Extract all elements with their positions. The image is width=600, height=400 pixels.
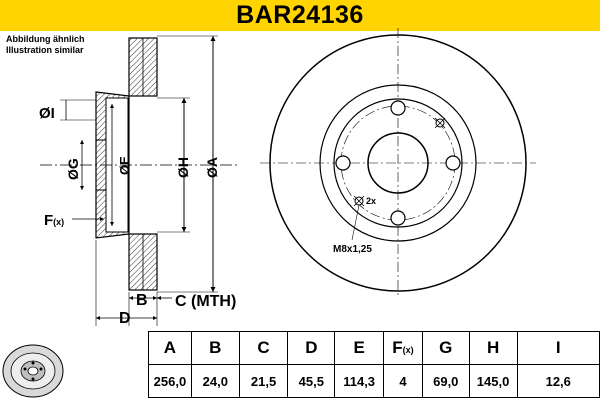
bolt-hole-left bbox=[335, 155, 351, 171]
spec-header-row: A B C D E F(x) G H I bbox=[148, 331, 600, 365]
label-dim-i: ØI bbox=[39, 105, 55, 122]
spec-header-f: F(x) bbox=[383, 331, 423, 365]
label-thread-size: M8x1,25 bbox=[333, 244, 372, 255]
label-dim-e: ØE bbox=[117, 156, 132, 175]
spec-value-h: 145,0 bbox=[468, 364, 518, 398]
label-dim-c: C (MTH) bbox=[175, 293, 236, 310]
side-section-view: ØI ØG ØE ØH ØA F(x) B C (MTH) D bbox=[39, 35, 240, 327]
bolt-hole-bottom bbox=[390, 210, 406, 226]
header-bar bbox=[0, 0, 600, 31]
label-dim-d: D bbox=[119, 310, 131, 327]
label-dim-f: F(x) bbox=[44, 212, 64, 229]
spec-header-a: A bbox=[148, 331, 192, 365]
spec-header-d: D bbox=[287, 331, 336, 365]
technical-drawing: ØI ØG ØE ØH ØA F(x) B C (MTH) D 2x M8x1,… bbox=[39, 28, 536, 327]
label-dim-b: B bbox=[136, 292, 148, 309]
label-dim-g: ØG bbox=[65, 158, 81, 180]
bolt-hole-right bbox=[445, 155, 461, 171]
caption-german: Abbildung ähnlich bbox=[6, 34, 85, 44]
spec-header-g: G bbox=[421, 331, 470, 365]
spec-value-b: 24,0 bbox=[190, 364, 240, 398]
spec-value-a: 256,0 bbox=[148, 364, 192, 398]
disc-thumbnail-icon bbox=[2, 344, 64, 398]
spec-value-g: 69,0 bbox=[421, 364, 470, 398]
spec-value-c: 21,5 bbox=[238, 364, 289, 398]
spec-header-b: B bbox=[190, 331, 240, 365]
spec-value-e: 114,3 bbox=[334, 364, 385, 398]
specification-table: A B C D E F(x) G H I 256,0 24,0 21,5 45,… bbox=[148, 331, 600, 398]
spec-value-i: 12,6 bbox=[516, 364, 600, 398]
label-thread-count: 2x bbox=[366, 196, 376, 206]
part-number-title: BAR24136 bbox=[236, 1, 364, 29]
bolt-hole-top bbox=[390, 100, 406, 116]
spec-value-row: 256,0 24,0 21,5 45,5 114,3 4 69,0 145,0 … bbox=[148, 364, 600, 398]
spec-header-i: I bbox=[516, 331, 600, 365]
spec-header-h: H bbox=[468, 331, 518, 365]
label-dim-h: ØH bbox=[175, 157, 191, 178]
spec-value-d: 45,5 bbox=[287, 364, 336, 398]
spec-header-c: C bbox=[238, 331, 289, 365]
caption-english: Illustration similar bbox=[6, 45, 84, 55]
label-dim-a: ØA bbox=[204, 157, 220, 178]
spec-header-e: E bbox=[334, 331, 385, 365]
spec-value-f: 4 bbox=[383, 364, 423, 398]
front-view: 2x M8x1,25 bbox=[260, 28, 536, 298]
